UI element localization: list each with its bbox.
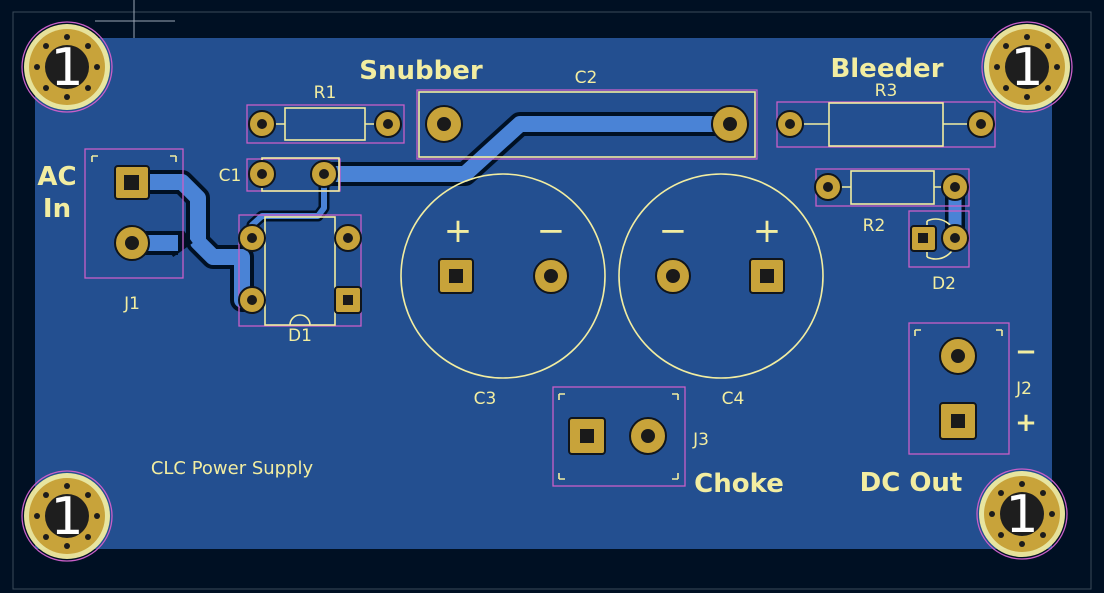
- dc-out-label: DC Out: [860, 468, 963, 498]
- track-snubber-copper[interactable]: [324, 116, 730, 182]
- component-j2[interactable]: J2 − +: [908, 322, 1037, 455]
- bleeder-label: Bleeder: [830, 54, 943, 84]
- mounting-hole-top-left[interactable]: 1: [21, 21, 113, 113]
- j1-ref-label: J1: [123, 294, 140, 314]
- r2-ref-label: R2: [863, 216, 886, 236]
- mounting-hole-top-right[interactable]: 1: [981, 21, 1073, 113]
- component-d2[interactable]: D2: [908, 210, 970, 294]
- d2-ref-label: D2: [932, 274, 956, 294]
- mounting-hole-label: 1: [50, 38, 83, 98]
- component-c3[interactable]: + − C3: [400, 173, 606, 409]
- page-border: [12, 11, 1092, 590]
- c3-ref-label: C3: [474, 389, 497, 409]
- mounting-hole-bottom-right[interactable]: 1: [976, 468, 1068, 560]
- j2-plus-mark: +: [1015, 408, 1037, 438]
- mounting-hole-label: 1: [50, 487, 83, 547]
- component-c2[interactable]: C2: [416, 68, 758, 160]
- d1-ref-label: D1: [288, 326, 312, 346]
- r1-ref-label: R1: [314, 83, 337, 103]
- component-c1[interactable]: C1: [219, 157, 341, 192]
- component-d1[interactable]: D1: [238, 214, 362, 346]
- mounting-hole-label: 1: [1010, 38, 1043, 98]
- component-r3[interactable]: R3: [776, 81, 996, 148]
- component-r2[interactable]: R2: [814, 168, 970, 236]
- c3-plus-mark: +: [444, 211, 473, 251]
- ac-in-label-line1: AC: [37, 162, 76, 192]
- component-r1[interactable]: R1: [246, 83, 405, 144]
- c2-ref-label: C2: [575, 68, 598, 88]
- c4-ref-label: C4: [722, 389, 745, 409]
- mounting-hole-label: 1: [1005, 485, 1038, 545]
- board-title-label: CLC Power Supply: [151, 458, 314, 479]
- c4-plus-mark: +: [753, 211, 782, 251]
- snubber-label: Snubber: [359, 56, 483, 86]
- j2-ref-label: J2: [1015, 379, 1032, 399]
- c4-minus-mark: −: [659, 211, 688, 251]
- c3-minus-mark: −: [537, 211, 566, 251]
- c1-ref-label: C1: [219, 166, 242, 186]
- choke-label: Choke: [694, 469, 784, 499]
- r3-ref-label: R3: [875, 81, 898, 101]
- j3-ref-label: J3: [692, 430, 709, 450]
- component-j1[interactable]: J1: [84, 148, 184, 314]
- component-j3[interactable]: J3: [552, 386, 709, 487]
- ac-in-label-line2: In: [43, 194, 71, 224]
- mounting-hole-bottom-left[interactable]: 1: [21, 470, 113, 562]
- component-c4[interactable]: − + C4: [618, 173, 824, 409]
- j2-minus-mark: −: [1015, 337, 1037, 367]
